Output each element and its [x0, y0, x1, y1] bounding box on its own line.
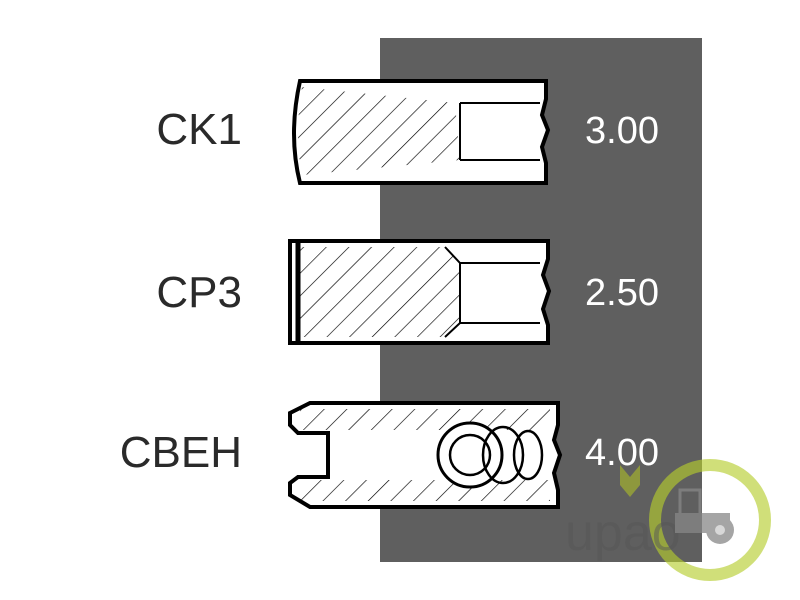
ring-profile-cp3 [288, 239, 552, 345]
ring-size-cbeh: 4.00 [585, 432, 659, 474]
ring-size-cp3: 2.50 [585, 272, 659, 314]
svg-text:upao: upao [565, 504, 681, 562]
ring-size-ck1: 3.00 [585, 110, 659, 152]
ring-label-ck1: CK1 [156, 105, 242, 154]
ring-profile-ck1 [292, 79, 551, 185]
watermark-logo: upao [565, 459, 771, 581]
ring-label-cp3: CP3 [156, 268, 242, 317]
ring-profile-cbeh [288, 401, 563, 509]
ring-label-cbeh: CBEH [119, 428, 242, 477]
